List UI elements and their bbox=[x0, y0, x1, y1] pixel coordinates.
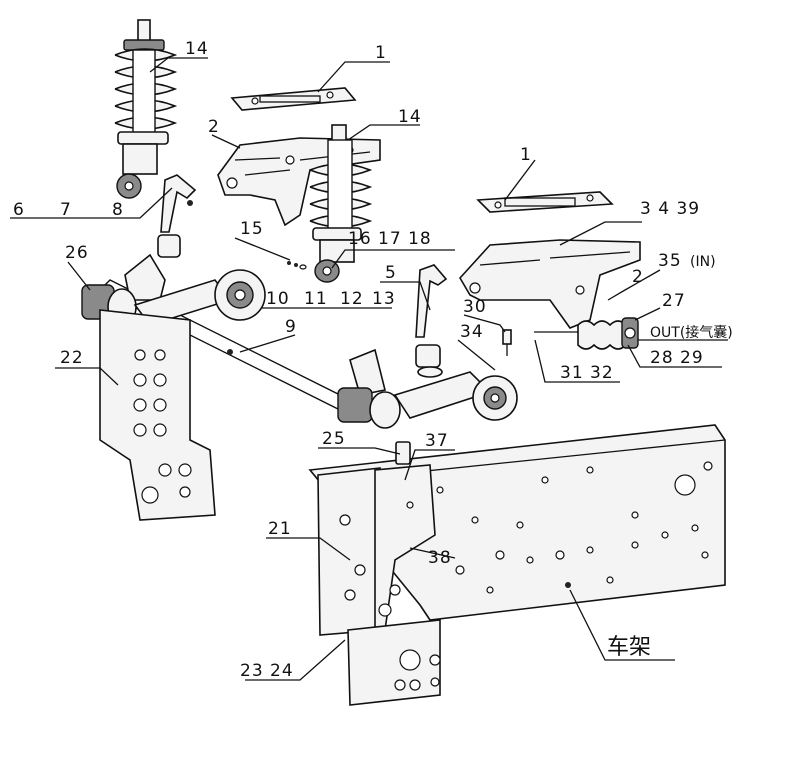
label-8: 8 bbox=[112, 200, 124, 220]
label-out: OUT(接气囊) bbox=[650, 324, 733, 341]
label-25: 25 bbox=[322, 429, 346, 449]
small-fasteners-15 bbox=[287, 261, 307, 270]
label-frame: 车架 bbox=[607, 635, 651, 660]
shim-plate-right bbox=[476, 191, 614, 213]
right-arm-assembly bbox=[337, 348, 518, 429]
shock-absorber-middle bbox=[309, 124, 373, 283]
label-9: 9 bbox=[285, 317, 297, 337]
label-15: 15 bbox=[240, 219, 264, 239]
upper-bracket-left bbox=[217, 137, 381, 227]
leader-lines bbox=[10, 57, 728, 681]
label-22: 22 bbox=[60, 348, 84, 368]
label-23-24: 23 24 bbox=[240, 661, 294, 681]
label-21: 21 bbox=[268, 519, 292, 539]
label-37: 37 bbox=[425, 431, 449, 451]
shock-absorber-left bbox=[114, 19, 178, 199]
bracket-21 bbox=[317, 441, 436, 636]
label-16-17-18: 16 17 18 bbox=[348, 229, 432, 249]
label-27: 27 bbox=[662, 291, 686, 311]
label-7: 7 bbox=[60, 200, 72, 220]
label-3-4-39: 3 4 39 bbox=[640, 199, 700, 219]
label-30: 30 bbox=[463, 297, 487, 317]
label-6: 6 bbox=[13, 200, 25, 220]
label-2-left: 2 bbox=[208, 117, 220, 137]
part-labels: 14 1 2 14 1 6 7 8 3 4 39 15 16 17 18 26 … bbox=[13, 39, 733, 681]
label-31-32: 31 32 bbox=[560, 363, 614, 383]
label-35: 35 bbox=[658, 251, 682, 271]
label-28-29: 28 29 bbox=[650, 348, 704, 368]
label-1-upper: 1 bbox=[375, 43, 387, 63]
label-1-right: 1 bbox=[520, 145, 532, 165]
valve-30 bbox=[502, 329, 512, 356]
label-11: 11 bbox=[304, 289, 328, 309]
shim-plate-upper bbox=[230, 87, 357, 111]
label-34: 34 bbox=[460, 322, 484, 342]
bracket-6-7-8 bbox=[157, 174, 197, 258]
label-2-right: 2 bbox=[632, 267, 644, 287]
bracket-22 bbox=[99, 309, 216, 521]
label-26: 26 bbox=[65, 243, 89, 263]
label-12: 12 bbox=[340, 289, 364, 309]
label-38: 38 bbox=[428, 548, 452, 568]
label-14-upper-left: 14 bbox=[185, 39, 209, 59]
label-35-in: (IN) bbox=[690, 254, 716, 270]
link-5 bbox=[415, 264, 448, 378]
upper-bracket-right bbox=[459, 239, 641, 329]
label-10: 10 bbox=[266, 289, 290, 309]
air-spring bbox=[534, 317, 639, 350]
label-14-middle: 14 bbox=[398, 107, 422, 127]
bracket-23-24 bbox=[347, 619, 441, 706]
label-13: 13 bbox=[372, 289, 396, 309]
label-5: 5 bbox=[385, 263, 397, 283]
